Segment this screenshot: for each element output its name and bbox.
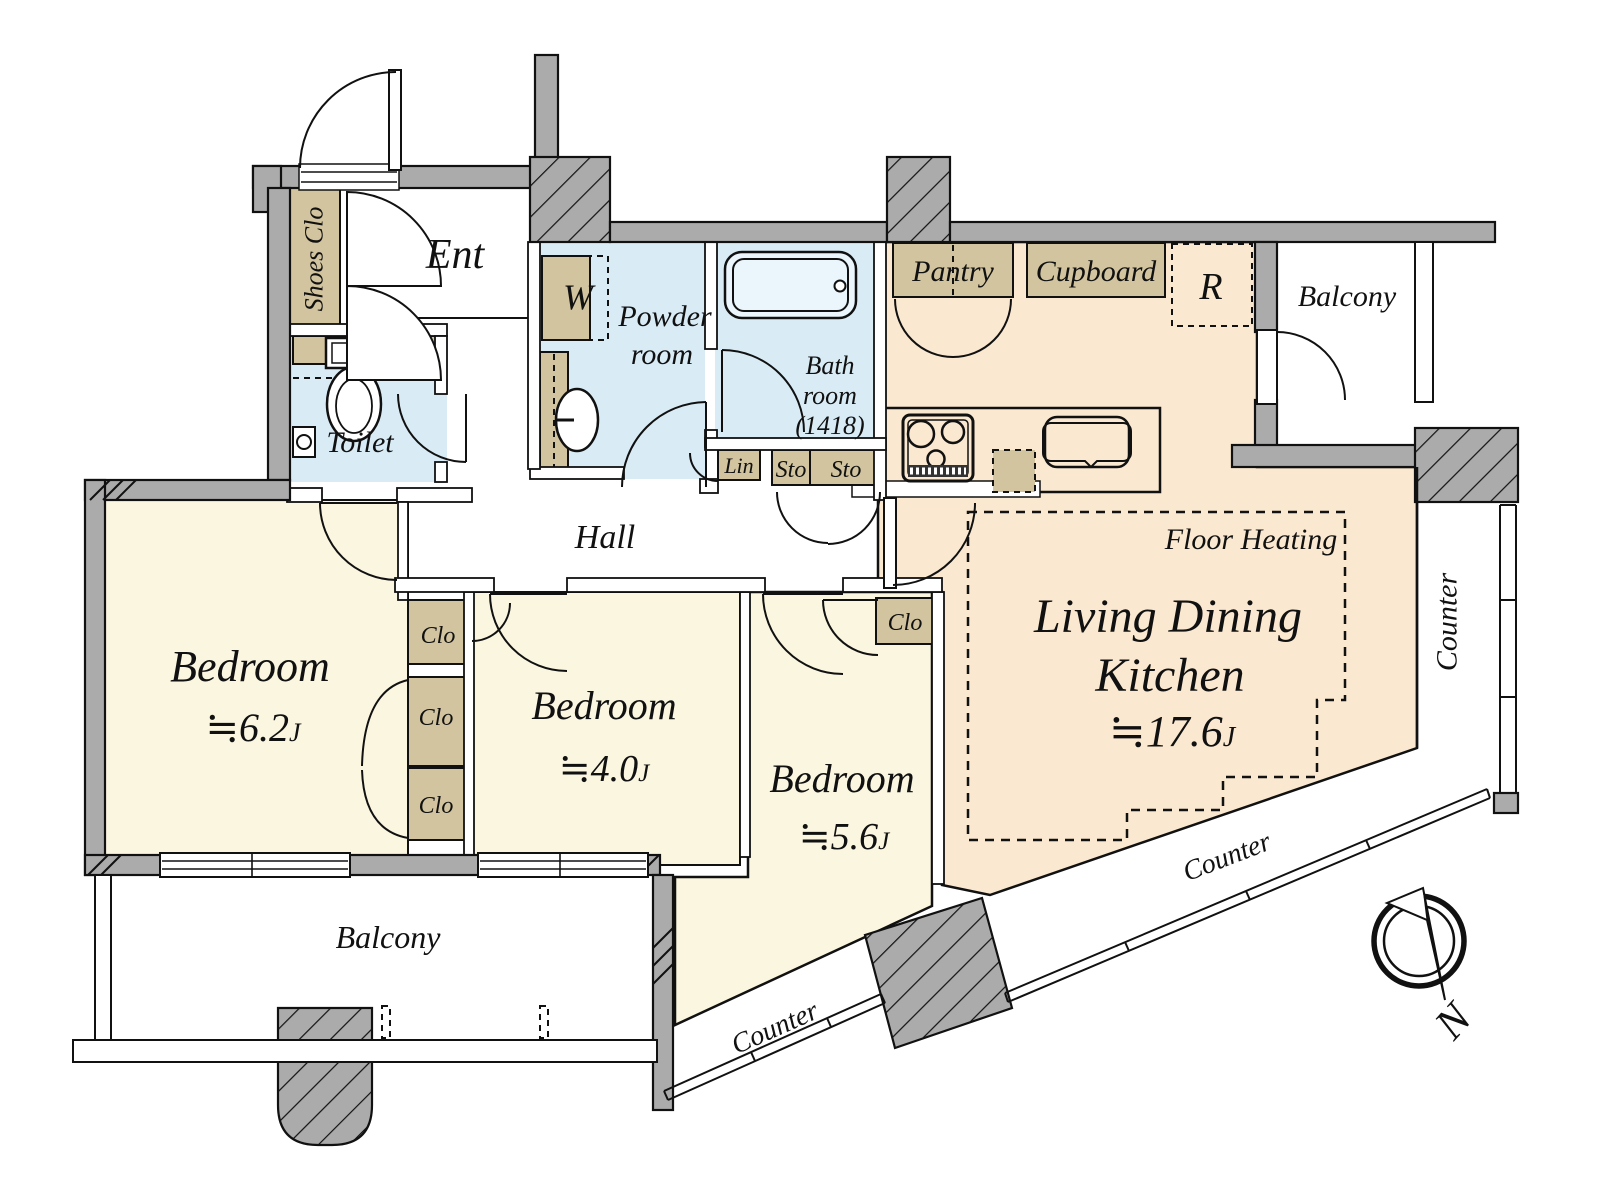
label-ldk-1: Living Dining <box>1033 590 1302 643</box>
stove-icon <box>901 413 975 483</box>
label-bath-1: Bath <box>805 351 854 380</box>
hatched-block-a <box>528 155 612 244</box>
label-toilet: Toilet <box>326 426 394 459</box>
hatched-block-b <box>885 155 952 244</box>
room-ldk <box>876 240 1419 897</box>
closet-1-door <box>471 602 511 642</box>
kitchen-sink-icon <box>1042 415 1132 469</box>
closet-2-door <box>361 679 409 767</box>
closet-box-1 <box>407 599 468 665</box>
room-bedroom-62 <box>104 499 409 858</box>
label-washer: W <box>563 277 596 317</box>
bedroom-56-door <box>762 593 844 675</box>
toilet-door <box>397 393 467 463</box>
balcony-rail-bottom <box>72 1039 658 1063</box>
label-powder-2: room <box>631 338 693 371</box>
closet-box-2 <box>407 676 466 767</box>
label-pantry: Pantry <box>911 255 994 288</box>
label-shoes-clo: Shoes Clo <box>300 207 329 312</box>
bedroom-62-door <box>319 502 398 581</box>
label-north: N <box>1424 992 1482 1049</box>
bedroom-40-door <box>489 593 568 672</box>
storage-doors <box>776 491 829 544</box>
label-powder-1: Powder <box>617 300 712 333</box>
label-counter-diag-right: Counter <box>1179 826 1276 888</box>
label-bath-3: (1418) <box>795 411 864 440</box>
label-clo-4: Clo <box>888 610 923 636</box>
window-band-diag-right <box>1004 788 1491 1003</box>
exterior-walls <box>83 53 1520 1147</box>
label-bedroom-40-size: ≒4.0J <box>559 748 651 790</box>
window-band-right <box>1499 504 1517 794</box>
label-hall: Hall <box>574 519 635 556</box>
label-bedroom-62-size: ≒6.2J <box>205 705 302 750</box>
bathtub-icon <box>723 250 858 320</box>
bath-door <box>721 349 805 433</box>
balcony-pillar <box>276 1006 374 1147</box>
label-ldk-2: Kitchen <box>1094 649 1244 702</box>
windows-and-rails <box>72 163 1517 1101</box>
cupboard-box <box>1026 242 1166 298</box>
label-clo-2: Clo <box>419 705 454 731</box>
label-balcony-bottom: Balcony <box>336 919 442 955</box>
label-bedroom-56-size: ≒5.6J <box>799 816 891 858</box>
compass-icon <box>1371 886 1467 1001</box>
linen-door <box>689 452 719 482</box>
closet-box-3 <box>407 767 466 841</box>
drain-tick-2 <box>539 1005 549 1039</box>
floor-heating-zone <box>966 510 1347 842</box>
labels: Ent Shoes Clo Toilet W Powder room Bath … <box>170 207 1483 1061</box>
doors <box>299 69 1346 839</box>
dishwasher <box>992 449 1036 493</box>
closet-4-door <box>822 599 879 656</box>
balcony-rail-left <box>94 874 112 1041</box>
label-refrigerator: R <box>1198 266 1222 308</box>
label-floor-heating: Floor Heating <box>1164 523 1338 556</box>
label-counter-diag-left: Counter <box>727 995 824 1061</box>
label-linen: Lin <box>723 453 753 478</box>
balcony-door <box>1256 329 1346 405</box>
powder-sink-icon <box>554 387 600 453</box>
room-fills <box>104 240 1419 1027</box>
washer-dashed <box>541 255 609 341</box>
label-ent: Ent <box>425 232 486 278</box>
label-ldk-size: ≒17.6J <box>1109 707 1237 756</box>
label-cupboard: Cupboard <box>1036 255 1158 288</box>
label-clo-3: Clo <box>419 793 454 819</box>
label-counter-right: Counter <box>1431 573 1464 672</box>
shoes-closet-doors <box>346 190 443 381</box>
drain-tick-1 <box>381 1005 391 1039</box>
hatched-block-c <box>1413 426 1520 504</box>
refrigerator-box <box>1171 243 1253 327</box>
pantry-doors <box>894 298 954 358</box>
window-band-diag-left <box>663 993 886 1101</box>
closet-3-door <box>361 769 409 839</box>
window-corner-wedge <box>1492 791 1520 815</box>
label-bedroom-62: Bedroom <box>170 642 330 691</box>
window-south-2 <box>477 852 649 878</box>
room-bedroom-40 <box>471 591 741 866</box>
entry-door <box>299 69 402 171</box>
balcony-rail-top-right <box>1414 241 1434 403</box>
label-bath-2: room <box>803 381 857 410</box>
interior-walls <box>286 241 945 885</box>
ldk-door <box>883 497 976 589</box>
window-south-1 <box>159 852 351 878</box>
label-bedroom-56: Bedroom <box>769 756 914 801</box>
label-bedroom-40: Bedroom <box>531 683 676 728</box>
label-storage-2: Sto <box>831 457 862 483</box>
dashed-outlines <box>293 243 1253 1039</box>
closet-box-4 <box>875 597 935 645</box>
linen-box <box>717 449 761 481</box>
label-balcony-top: Balcony <box>1298 280 1397 313</box>
powder-door <box>621 401 707 488</box>
kitchen-counter-island <box>851 406 1162 498</box>
label-storage-1: Sto <box>776 457 807 483</box>
diagonal-pillar <box>863 896 1014 1050</box>
label-clo-1: Clo <box>421 623 456 649</box>
